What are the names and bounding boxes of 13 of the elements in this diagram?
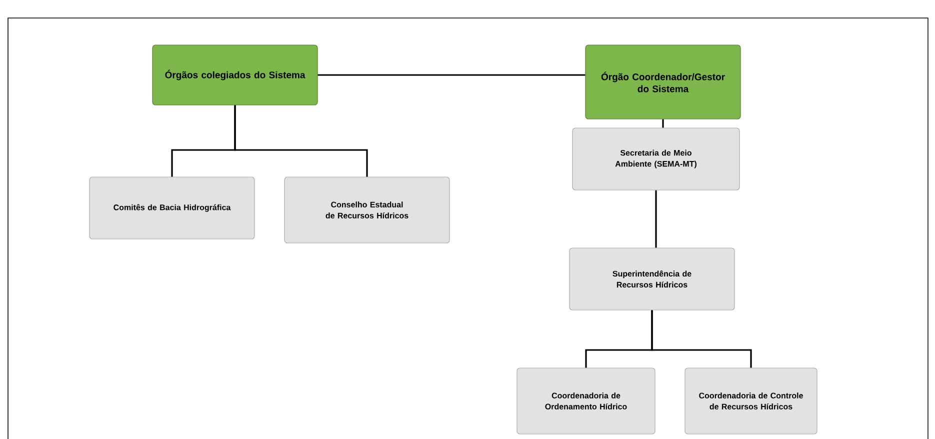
org-box: Secretaria de Meio Ambiente (SEMA-MT) [572,128,740,190]
org-box: Comitês de Bacia Hidrográfica [89,176,255,240]
connector-line [651,310,752,368]
header-box: Órgãos colegiados do Sistema [152,44,318,106]
org-box: Coordenadoria de Controle de Recursos Hídricos [684,368,818,434]
org-box: Coordenadoria de Ordenamento Hídrico [516,368,656,434]
connector-line [662,119,664,128]
header-box: Órgão Coordenador/Gestor do Sistema [585,44,741,120]
connector-line [318,74,586,76]
connector-line [655,190,657,248]
org-box: Superintendência de Recursos Hídricos [569,248,735,310]
org-box: Conselho Estadual de Recursos Hídricos [284,176,450,244]
connector-line [234,105,368,177]
